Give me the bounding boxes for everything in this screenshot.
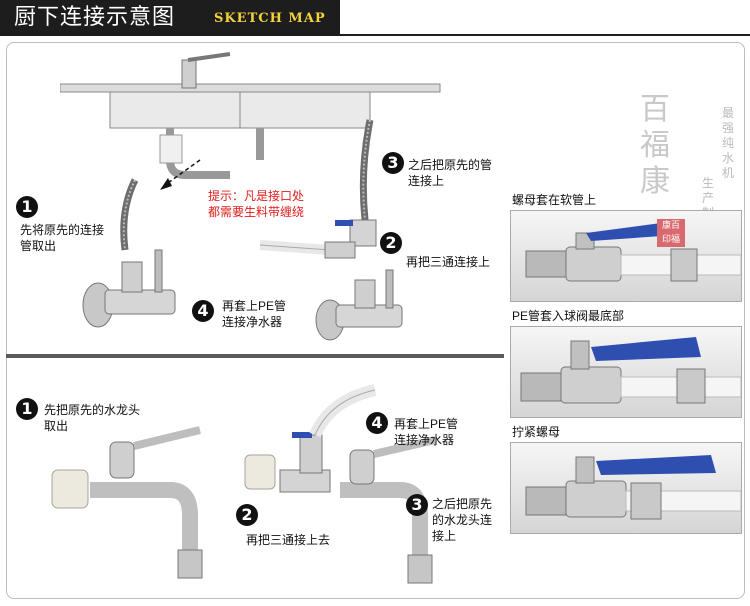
top-step3-label: 之后把原先的管 连接上 xyxy=(408,157,492,189)
top-step4-line1: 再套上PE管 xyxy=(222,299,287,313)
top-step4-line2: 连接净水器 xyxy=(222,315,283,329)
watermark-right-char: 强 xyxy=(722,121,735,135)
photo2-handle xyxy=(591,337,701,361)
top-step1-line1: 先将原先的连接 xyxy=(20,223,105,237)
watermark-left-char: 生 xyxy=(702,176,715,190)
photo1-caption: 螺母套在软管上 xyxy=(512,193,597,207)
watermark-right-char: 水 xyxy=(722,151,735,165)
bottom-step3-label: 之后把原先 的水龙头连 接上 xyxy=(432,496,492,544)
bottom-step3-line2: 的水龙头连 xyxy=(432,513,493,527)
top-step4-label: 再套上PE管 连接净水器 xyxy=(222,298,286,330)
ball-valve-handle xyxy=(335,220,353,226)
photo2-caption: PE管套入球阀最底部 xyxy=(512,309,625,323)
sink-diagram xyxy=(60,52,441,341)
top-step2-label: 再把三通连接上 xyxy=(406,255,491,269)
bottom-step3-number: 3 xyxy=(406,494,428,516)
photo3-caption: 拧紧螺母 xyxy=(512,425,561,439)
bottom-step2-number: 2 xyxy=(236,504,258,526)
top-step2-number: 2 xyxy=(380,232,402,254)
stamp-line1: 康百 xyxy=(661,221,680,231)
bottom-step3-line3: 接上 xyxy=(432,529,457,543)
top-step3-line1: 之后把原先的管 xyxy=(408,158,493,172)
top-step4-number: 4 xyxy=(192,300,214,322)
section-divider xyxy=(6,354,504,358)
tip-line2: 都需要生料带缠绕 xyxy=(208,205,305,219)
bottom-step1-line1: 先把原先的水龙头 xyxy=(44,403,141,417)
pointer-arrow xyxy=(164,159,201,186)
photo-pe-tube-insert xyxy=(510,326,742,418)
bottom-step1-line2: 取出 xyxy=(44,419,69,433)
wall-fitting-mid xyxy=(244,454,276,490)
bottom-step1-label: 先把原先的水龙头 取出 xyxy=(44,402,140,434)
bottom-step4-line2: 连接净水器 xyxy=(394,433,455,447)
page-title: 厨下连接示意图 xyxy=(14,5,176,30)
watermark-right-char: 最 xyxy=(722,106,735,120)
brand-stamp: 康百 印福 xyxy=(657,219,685,247)
bottom-step4-line1: 再套上PE管 xyxy=(394,417,459,431)
faucet-left xyxy=(90,482,198,550)
watermark-brand: 百 福 康 xyxy=(640,92,680,200)
photo3-handle xyxy=(596,455,716,475)
watermark-left-char: 产 xyxy=(702,191,715,205)
wall-fitting-left xyxy=(51,469,89,509)
sink-faucet xyxy=(181,59,197,89)
counter-top xyxy=(60,83,441,93)
bottom-step1-number: 1 xyxy=(16,398,38,420)
top-step1-line2: 管取出 xyxy=(20,239,57,253)
photo1-handle xyxy=(586,223,676,241)
top-step3-number: 3 xyxy=(382,152,404,174)
bottom-step4-number: 4 xyxy=(366,412,388,434)
watermark-right-char: 纯 xyxy=(722,136,735,150)
header-line xyxy=(0,34,750,36)
photo-nut-on-hose: 康百 印福 xyxy=(510,210,742,302)
content-frame xyxy=(6,42,745,599)
watermark-brand-char3: 康 xyxy=(640,164,670,199)
watermark-right-char: 机 xyxy=(722,166,735,180)
top-step3-line2: 连接上 xyxy=(408,174,445,188)
watermark-brand-char1: 百 xyxy=(640,92,670,127)
title-block: 厨下连接示意图 SKETCH MAP xyxy=(0,0,340,36)
watermark-brand-char2: 福 xyxy=(640,128,670,163)
tip-label: 提示：凡是接口处 都需要生料带缠绕 xyxy=(208,188,304,220)
watermark-side-right: 最 强 纯 水 机 xyxy=(722,106,736,181)
bottom-step3-line1: 之后把原先 xyxy=(432,497,493,511)
tip-line1: 提示：凡是接口处 xyxy=(208,189,305,203)
page-title-en: SKETCH MAP xyxy=(214,11,326,26)
pe-tube-bottom xyxy=(309,384,377,438)
stamp-line2: 印福 xyxy=(661,235,680,245)
ball-valve-handle-bottom xyxy=(292,432,312,438)
photo-tighten-nut xyxy=(510,442,742,534)
top-step1-number: 1 xyxy=(16,196,38,218)
header: 厨下连接示意图 SKETCH MAP xyxy=(0,0,750,36)
bottom-step2-label: 再把三通接上去 xyxy=(246,533,331,547)
top-step1-label: 先将原先的连接 管取出 xyxy=(20,222,104,254)
bottom-step4-label: 再套上PE管 连接净水器 xyxy=(394,416,458,448)
